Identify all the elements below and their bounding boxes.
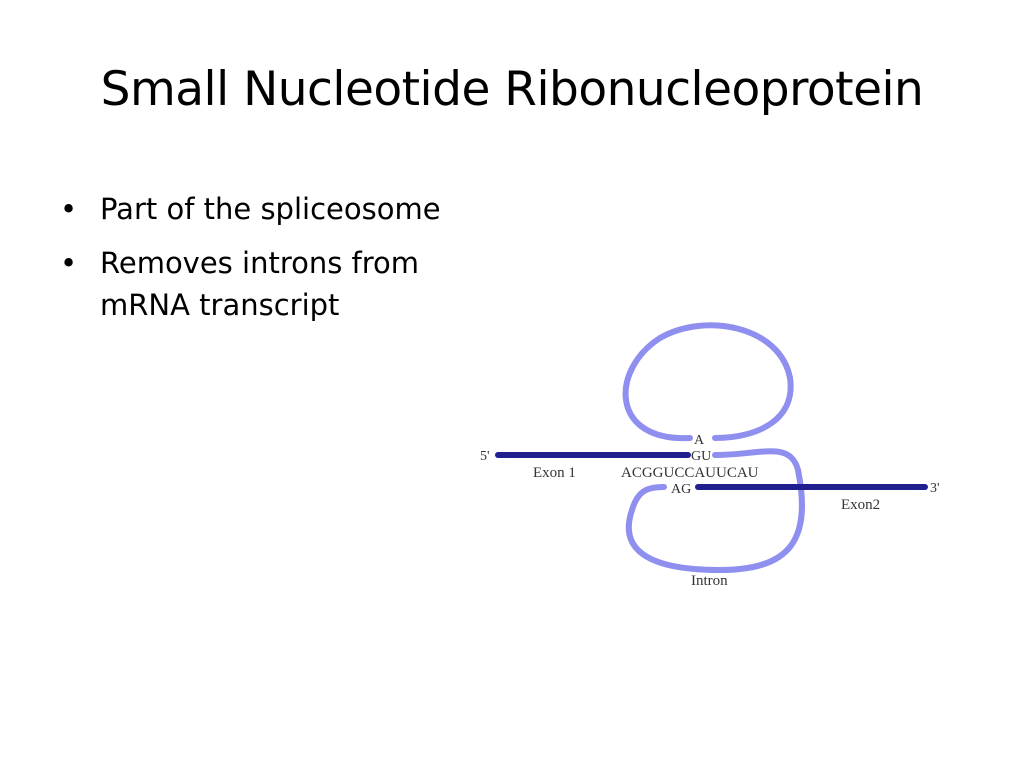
bullet-dot: • [60, 246, 78, 281]
five-prime-label: 5' [480, 449, 490, 464]
intron-loop-upper [622, 322, 794, 442]
bullet-item: • Removes introns from mRNA transcript [56, 242, 496, 326]
bullet-text: Removes introns from mRNA transcript [100, 246, 420, 323]
splicing-diagram: 5' 3' Exon 1 Exon2 Intron A GU ACGGUCCAU… [480, 322, 940, 589]
exon2-label: Exon2 [841, 497, 880, 513]
intron-label: Intron [691, 573, 728, 589]
bullet-dot: • [60, 192, 78, 226]
bullet-text: Part of the spliceosome [100, 192, 441, 226]
branch-a-label: A [694, 433, 705, 448]
ag-label: AG [671, 482, 691, 497]
exon1-label: Exon 1 [533, 465, 576, 481]
sequence-label: ACGGUCCAUUCAU [621, 465, 759, 481]
gu-label: GU [691, 449, 711, 464]
three-prime-label: 3' [930, 481, 940, 496]
intron-loop-right [625, 448, 805, 574]
bullet-item: • Part of the spliceosome [56, 188, 496, 230]
bullet-list: • Part of the spliceosome • Removes intr… [56, 188, 496, 338]
slide-title: Small Nucleotide Ribonucleoprotein [100, 62, 924, 117]
